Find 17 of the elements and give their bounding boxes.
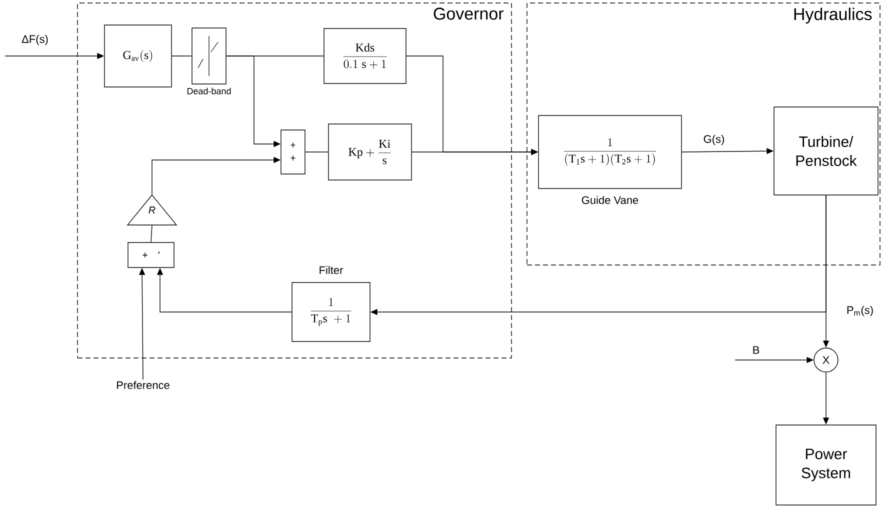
- transfer-function-box: $\mathrm{G}_{\mathrm{av}}(\mathrm{s})$: [104, 24, 172, 88]
- transfer-function-box: $\frac{1}{(\mathrm{T_{1}s}+1)(\mathrm{T_{2}s}+1)}$: [538, 115, 682, 189]
- transfer-function-box: $\frac{\mathrm{Kds}}{0.1\ \mathrm{s}+1}$: [324, 28, 406, 84]
- signal-label: G(s): [704, 134, 724, 146]
- process-box: Turbine/ Penstock: [774, 106, 878, 196]
- block-caption: Dead-band: [187, 88, 231, 94]
- summing-junction: + +: [280, 130, 306, 174]
- transfer-function-box: $\mathrm{Kp}+\frac{\mathrm{Ki}}{\mathrm{s}}$: [328, 124, 412, 180]
- input-label: Preference: [117, 380, 170, 390]
- process-box: Power System: [776, 424, 876, 506]
- signal-label: P$_{m}$(s): [847, 306, 873, 316]
- signal-label: B: [753, 346, 760, 354]
- block-caption: Guide Vane: [582, 196, 638, 204]
- block-caption: Filter: [320, 266, 344, 274]
- transfer-function-box: $\frac{1}{\mathrm{T_{p}s}\ +1}$: [292, 282, 370, 342]
- signal-label: ΔF(s): [22, 34, 48, 46]
- summing-junction: + ': [128, 242, 174, 268]
